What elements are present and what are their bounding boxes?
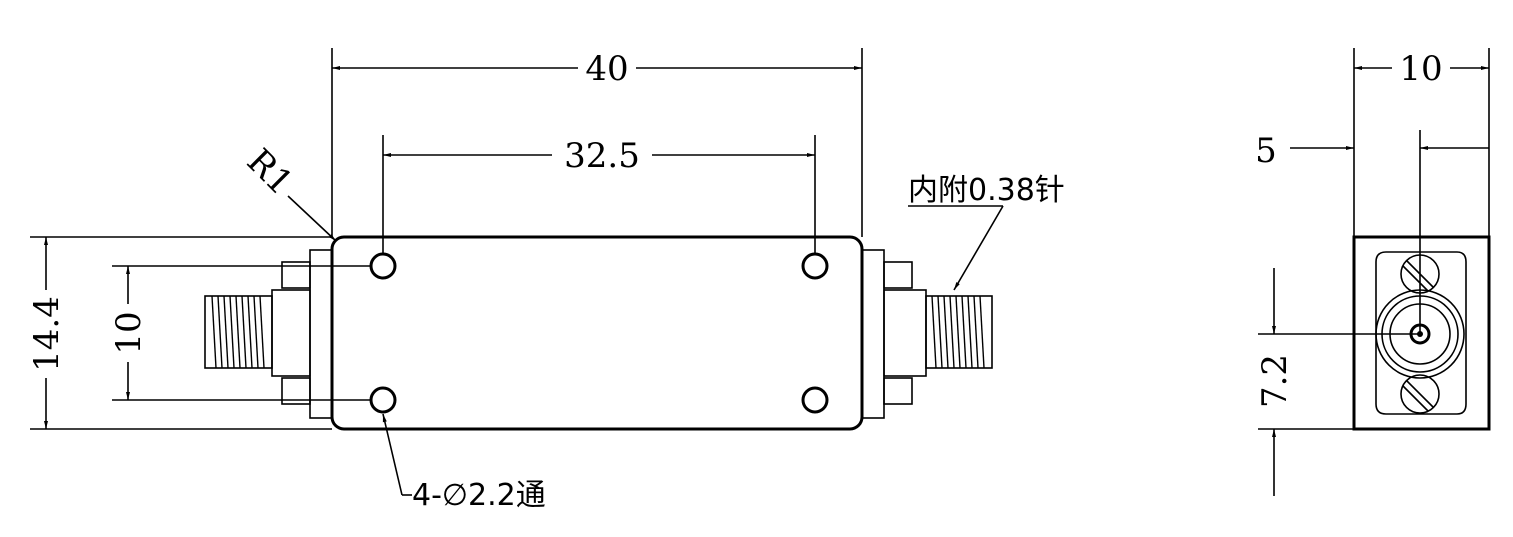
dimension-5-label: 5	[1255, 131, 1277, 171]
pin-note-label: 内附0.38针	[908, 173, 1065, 208]
dimension-32-5-label: 32.5	[564, 136, 640, 176]
dimension-10-label: 10	[109, 311, 149, 354]
pin-note-callout: 内附0.38针	[908, 173, 1065, 291]
right-sma-connector	[861, 249, 993, 419]
hole-note-label: 4-∅2.2通	[412, 478, 546, 513]
dimension-14-4-label: 14.4	[27, 296, 67, 372]
dimension-7-2-label: 7.2	[1255, 354, 1295, 408]
side-view: 10 5 7.2	[1255, 48, 1491, 496]
left-sma-connector	[204, 249, 333, 419]
dimension-side-10-label: 10	[1399, 49, 1442, 89]
filter-body	[330, 235, 864, 431]
mounting-hole-top-left	[369, 252, 397, 280]
dimension-side-width: 10	[1353, 48, 1490, 237]
front-view: 40 32.5 14.4 10 R1	[27, 48, 1065, 513]
corner-radius-callout: R1	[239, 141, 337, 242]
dimension-connector-height: 7.2	[1255, 268, 1420, 496]
dimension-center-offset: 5	[1255, 131, 1489, 171]
mounting-hole-bottom-right	[801, 386, 829, 414]
dimension-body-height: 14.4	[27, 236, 332, 430]
mounting-hole-bottom-left	[369, 386, 397, 414]
side-body	[1352, 235, 1491, 431]
connector-flange	[1375, 251, 1467, 415]
dimension-40-label: 40	[585, 49, 628, 89]
hole-note-callout: 4-∅2.2通	[382, 413, 546, 513]
flange-screw-bottom	[1400, 374, 1440, 414]
dimension-hole-spacing: 32.5	[382, 135, 816, 254]
dimension-overall-length: 40	[331, 48, 863, 237]
corner-radius-label: R1	[239, 141, 301, 203]
mounting-hole-top-right	[801, 252, 829, 280]
dimension-hole-row-spacing: 10	[109, 265, 372, 401]
